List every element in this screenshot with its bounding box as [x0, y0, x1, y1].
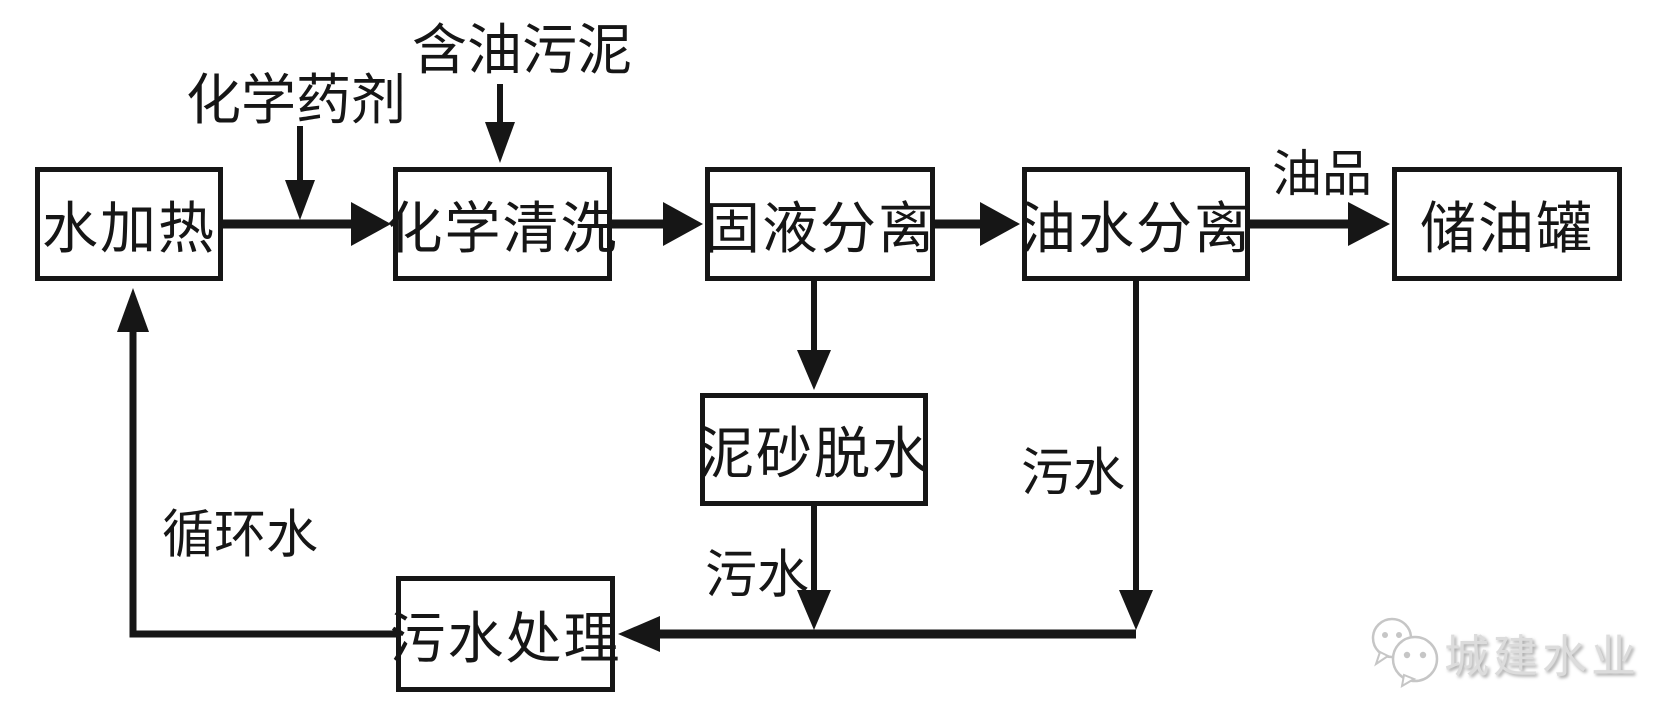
arrow-chemical-cleaning-to-solid-liquid-separation	[612, 202, 703, 246]
arrow-collector-to-wastewater-treatment	[618, 616, 1136, 652]
label-circulating-water: 循环水	[161, 507, 319, 565]
label-oil-product: 油品	[1272, 146, 1372, 202]
watermark-brand-text: 城建水业	[1444, 631, 1641, 682]
node-wastewater-treatment: 污水处理	[390, 576, 620, 692]
label-chemical-agent: 化学药剂	[185, 70, 407, 131]
node-water-heating: 水加热	[35, 167, 223, 281]
watermark: 城建水业	[1366, 614, 1640, 690]
label-oily-sludge: 含油污泥	[411, 20, 633, 81]
node-oil-water-separation: 油水分离	[1020, 167, 1250, 281]
arrow-solid-liquid-separation-to-oil-water-separation	[935, 202, 1020, 246]
node-chemical-cleaning: 化学清洗	[387, 167, 617, 281]
arrow-oil-water-separation-to-oil-storage-tank	[1250, 202, 1390, 246]
label-wastewater-from-dewatering: 污水	[704, 547, 810, 605]
node-solid-liquid-separation: 固液分离	[704, 167, 935, 281]
arrow-solid-liquid-to-sediment-dewatering	[797, 278, 831, 390]
arrow-oily-sludge-down	[485, 84, 515, 163]
arrow-chemical-agent-down	[285, 126, 315, 220]
arrow-circulating-water-loop	[117, 288, 396, 638]
arrow-water-heating-to-chemical-cleaning	[223, 202, 391, 246]
node-oil-storage-tank: 储油罐	[1392, 167, 1622, 281]
node-sediment-dewatering: 泥砂脱水	[698, 393, 928, 506]
wechat-icon	[1371, 617, 1439, 688]
label-wastewater-from-oil-separation: 污水	[1020, 445, 1126, 503]
